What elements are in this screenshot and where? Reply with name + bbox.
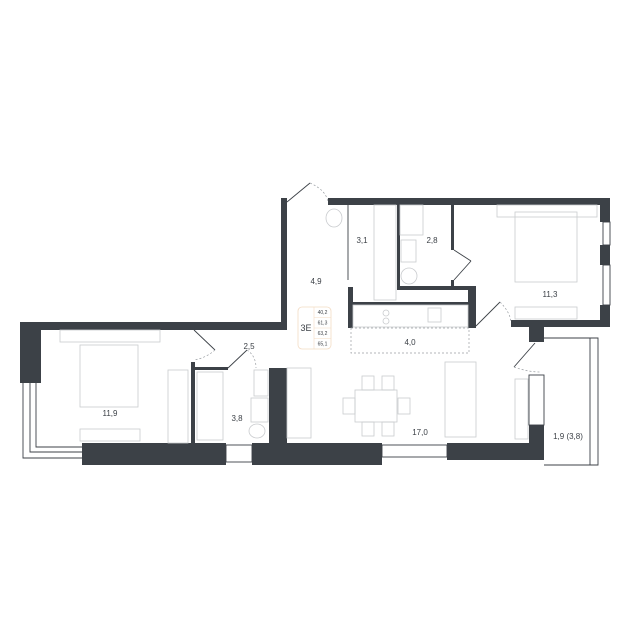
room-area-living: 17,0 [412,428,428,437]
area-value: 65,1 [318,342,328,348]
room-area-bedroom-left: 11,9 [103,409,119,418]
furniture [59,204,598,444]
room-area-storage: 3,1 [356,236,368,245]
area-value: 40,2 [318,310,328,316]
doors [193,182,541,373]
room-labels: 3,1 2,8 4,9 11,3 4,0 2,5 11,9 3,8 17,0 1… [103,236,584,441]
room-area-wc: 2,8 [426,236,438,245]
room-area-hall: 4,9 [310,277,322,286]
room-area-balcony: 1,9 (3,8) [553,432,583,441]
windows [22,221,611,466]
area-value: 63,2 [318,331,328,337]
walls [20,198,610,465]
area-value: 61,3 [318,321,328,327]
room-area-bathroom: 3,8 [231,414,243,423]
room-area-bedroom-right: 11,3 [543,290,559,299]
room-area-corridor: 2,5 [243,342,255,351]
area-legend: 3E 40,2 61,3 63,2 65,1 [297,306,332,350]
apartment-type: 3E [300,323,311,333]
room-area-kitchen: 4,0 [404,338,416,347]
